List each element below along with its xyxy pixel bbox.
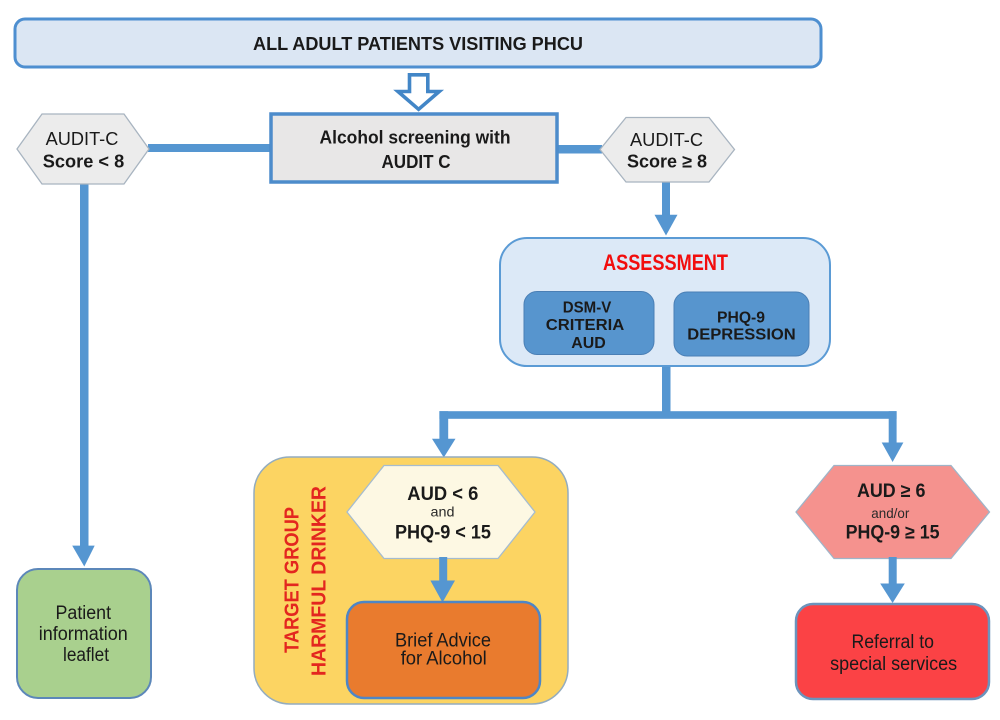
svg-text:ASSESSMENT: ASSESSMENT (603, 250, 728, 275)
svg-text:AUDIT C: AUDIT C (382, 151, 451, 172)
svg-text:special services: special services (830, 654, 957, 675)
svg-text:Alcohol screening with: Alcohol screening with (320, 127, 511, 148)
svg-text:AUD < 6: AUD < 6 (407, 484, 478, 505)
svg-text:information: information (39, 624, 128, 645)
svg-text:and/or: and/or (871, 505, 909, 521)
svg-text:leaflet: leaflet (63, 645, 110, 666)
svg-text:Patient: Patient (56, 603, 112, 624)
svg-text:CRITERIA: CRITERIA (546, 317, 625, 334)
svg-text:Brief Advice: Brief Advice (395, 631, 491, 652)
svg-text:AUD: AUD (571, 335, 606, 352)
svg-text:HARMFUL DRINKER: HARMFUL DRINKER (309, 485, 331, 676)
svg-text:DSM-V: DSM-V (563, 300, 612, 317)
svg-text:Score < 8: Score < 8 (43, 152, 124, 172)
svg-text:PHQ-9 ≥ 15: PHQ-9 ≥ 15 (846, 523, 940, 544)
svg-text:AUDIT-C: AUDIT-C (46, 129, 119, 149)
svg-text:and: and (431, 503, 455, 519)
svg-text:Referral to: Referral to (851, 632, 934, 653)
svg-text:ALL ADULT PATIENTS VISITING PH: ALL ADULT PATIENTS VISITING PHCU (253, 34, 583, 54)
svg-text:AUDIT-C: AUDIT-C (630, 130, 703, 150)
svg-text:PHQ-9: PHQ-9 (717, 310, 765, 327)
svg-text:TARGET GROUP: TARGET GROUP (282, 507, 304, 653)
svg-text:PHQ-9 < 15: PHQ-9 < 15 (395, 522, 491, 543)
svg-text:for Alcohol: for Alcohol (401, 649, 487, 670)
svg-text:Score ≥ 8: Score ≥ 8 (627, 152, 707, 172)
svg-text:DEPRESSION: DEPRESSION (687, 327, 796, 344)
svg-text:AUD ≥ 6: AUD ≥ 6 (857, 481, 926, 502)
